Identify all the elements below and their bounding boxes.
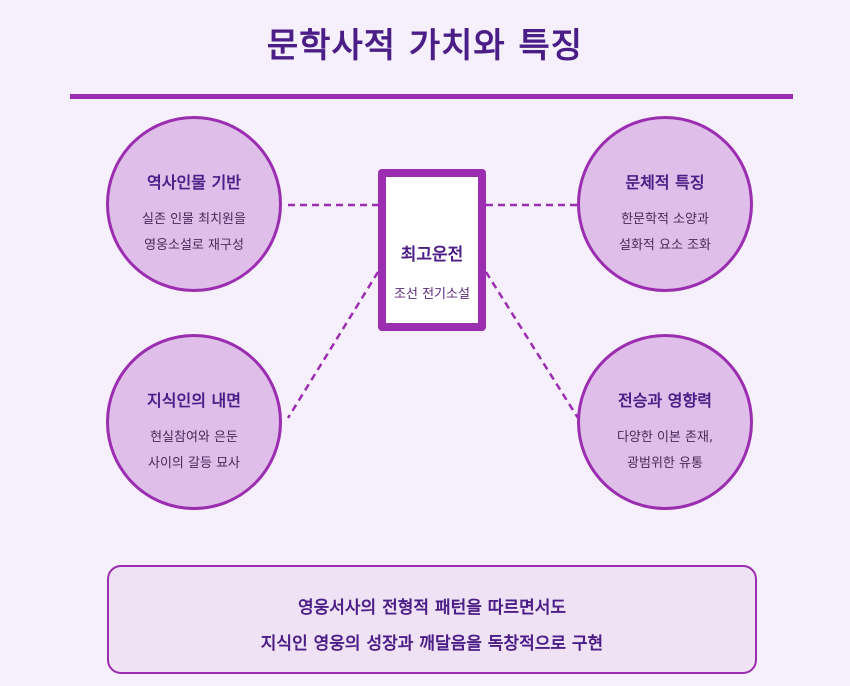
summary-box: 영웅서사의 전형적 패턴을 따르면서도 지식인 영웅의 성장과 깨달음을 독창적… (107, 565, 757, 674)
page-title: 문학사적 가치와 특징 (266, 26, 584, 66)
summary-line: 영웅서사의 전형적 패턴을 따르면서도 (298, 598, 566, 618)
node-transmission-influence: 전승과 영향력 다양한 이본 존재, 광범위한 유통 (577, 334, 753, 510)
node-desc-line: 실존 인물 최치원을 (142, 212, 246, 227)
node-title: 지식인의 내면 (147, 391, 241, 410)
center-title: 최고운전 (400, 245, 464, 265)
title-divider (70, 94, 793, 99)
connector-bottom-right (484, 271, 580, 419)
node-intellectual-inner-self: 지식인의 내면 현실참여와 은둔 사이의 갈등 묘사 (106, 334, 282, 510)
summary-line: 지식인 영웅의 성장과 깨달음을 독창적으로 구현 (260, 634, 604, 654)
node-desc-line: 설화적 요소 조화 (619, 238, 711, 253)
connector-bottom-left (286, 271, 380, 419)
node-historical-figure: 역사인물 기반 실존 인물 최치원을 영웅소설로 재구성 (106, 116, 282, 292)
node-desc-line: 다양한 이본 존재, (616, 430, 714, 445)
node-stylistic-features: 문체적 특징 한문학적 소양과 설화적 요소 조화 (577, 116, 753, 292)
node-desc-line: 광범위한 유통 (627, 456, 703, 471)
center-book-box: 최고운전 조선 전기소설 (378, 169, 486, 331)
node-title: 역사인물 기반 (147, 173, 241, 192)
node-title: 문체적 특징 (625, 173, 705, 192)
node-desc-line: 한문학적 소양과 (621, 212, 709, 227)
node-title: 전승과 영향력 (618, 391, 712, 410)
node-desc-line: 현실참여와 은둔 (150, 430, 238, 445)
center-subtitle: 조선 전기소설 (394, 287, 470, 302)
node-desc-line: 영웅소설로 재구성 (144, 238, 244, 253)
node-desc-line: 사이의 갈등 묘사 (148, 456, 240, 471)
